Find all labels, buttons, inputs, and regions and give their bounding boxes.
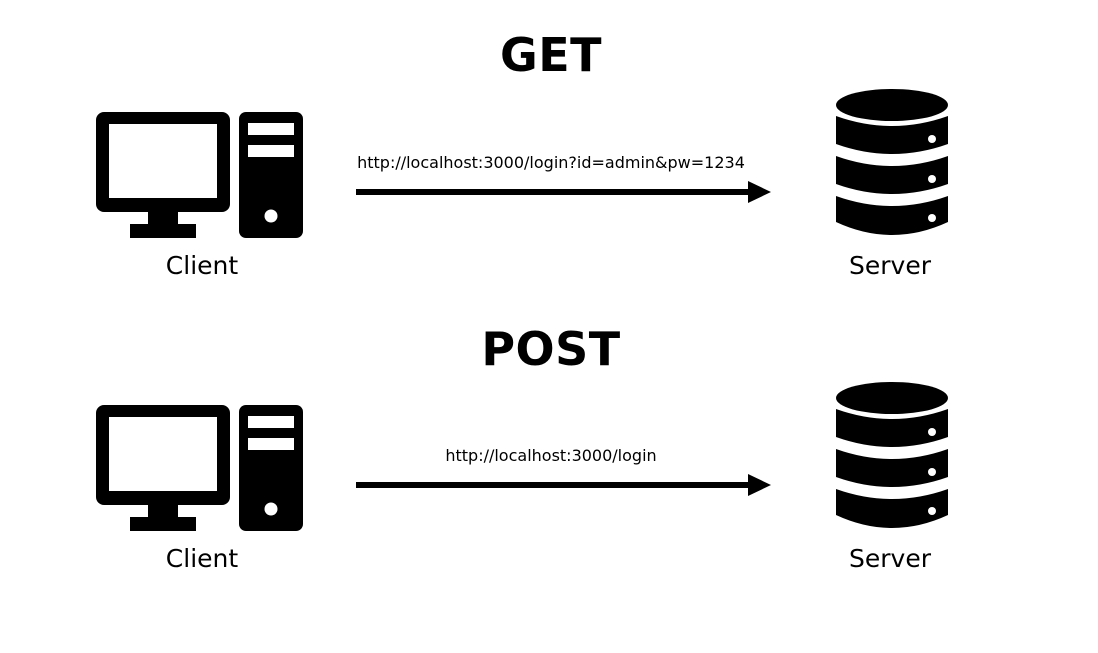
method-title-post: POST xyxy=(481,322,621,376)
client-label-get: Client xyxy=(165,251,239,280)
client-label-post: Client xyxy=(165,544,239,573)
computer-icon xyxy=(96,405,303,531)
server-label-get: Server xyxy=(849,251,931,280)
computer-icon xyxy=(96,112,303,238)
request-arrow-post xyxy=(356,474,771,496)
server-label-post: Server xyxy=(849,544,931,573)
method-title-get: GET xyxy=(499,28,603,82)
request-arrow-get xyxy=(356,181,771,203)
request-url-get: http://localhost:3000/login?id=admin&pw=… xyxy=(357,153,745,172)
request-url-post: http://localhost:3000/login xyxy=(445,446,657,465)
database-icon xyxy=(836,89,948,235)
database-icon xyxy=(836,382,948,528)
